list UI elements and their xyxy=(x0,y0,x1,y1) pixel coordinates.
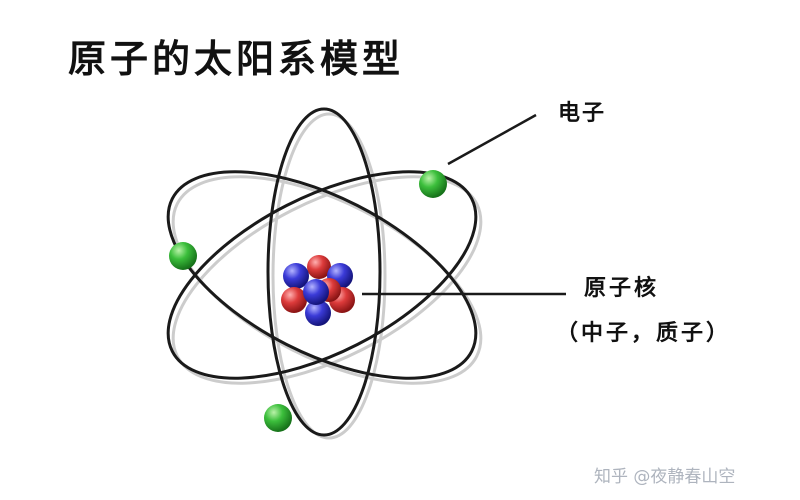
nucleus xyxy=(281,255,355,326)
orbit-vertical xyxy=(266,107,382,437)
proton-icon xyxy=(281,287,307,313)
orbit-tilt-b xyxy=(166,170,478,380)
watermark: 知乎 @夜静春山空 xyxy=(594,467,736,487)
neutron-icon xyxy=(305,300,331,326)
diagram-title: 原子的太阳系模型 xyxy=(68,36,405,81)
orbit-shadow-tilt-a xyxy=(171,175,483,385)
orbit-shadow-tilt-b xyxy=(171,175,483,385)
nucleus-particles-label: （中子，质子） xyxy=(556,320,732,346)
electron-icon xyxy=(264,404,292,432)
nucleus-label: 原子核 xyxy=(584,275,660,301)
electron-icon xyxy=(419,170,447,198)
neutron-icon xyxy=(283,263,309,289)
electron-pointer-line xyxy=(447,113,537,166)
orbit-tilt-a xyxy=(166,170,478,380)
proton-icon xyxy=(307,255,331,279)
electron-icon xyxy=(169,242,197,270)
orbit-shadows xyxy=(171,112,483,440)
electron-label: 电子 xyxy=(558,100,607,126)
electrons xyxy=(169,170,447,432)
orbits xyxy=(166,107,478,437)
orbit-shadow-vertical xyxy=(271,112,387,440)
neutron-icon xyxy=(303,279,329,305)
